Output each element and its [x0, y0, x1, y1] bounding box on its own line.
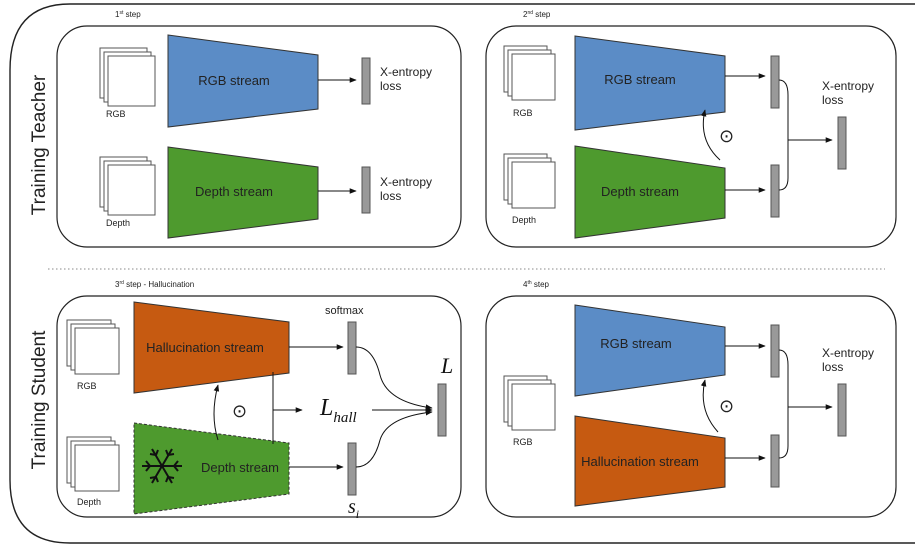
- depth-stream-label: Depth stream: [195, 184, 273, 199]
- hallucination-stream: [133, 301, 290, 394]
- depth-stream: [574, 145, 726, 239]
- depth-input-stack: [503, 153, 556, 209]
- rgb-stream: [167, 34, 319, 128]
- depth-input-label: Depth: [106, 218, 130, 228]
- rgb-stream: [574, 304, 726, 397]
- frozen-depth-stream: [133, 422, 290, 515]
- s-bar: [347, 442, 357, 496]
- training-teacher-label: Training Teacher: [29, 74, 50, 215]
- odot-icon: ⊙: [719, 396, 734, 416]
- depth-input-stack: [99, 156, 156, 216]
- step2-panel: RGB RGB stream Depth Depth stream ⊙ X-en…: [485, 25, 897, 248]
- depth-stream-label: Depth stream: [601, 184, 679, 199]
- rgb-output-bar: [770, 55, 780, 109]
- L-bar: [437, 383, 447, 437]
- hallucination-stream: [574, 415, 726, 507]
- rgb-stream-label: RGB stream: [604, 72, 676, 87]
- softmax-to-L-curve: [355, 346, 433, 410]
- outer-frame: [9, 3, 915, 544]
- rgb-input-stack: [503, 375, 556, 431]
- loss-label-1: X-entropy: [822, 79, 874, 93]
- depth-input-label: Depth: [512, 215, 536, 225]
- connection-curve: [213, 384, 220, 441]
- hallucination-stream-label: Hallucination stream: [146, 340, 264, 355]
- step3-panel: RGB Hallucination stream softmax Depth D…: [56, 295, 462, 521]
- depth-output-bar: [361, 166, 371, 214]
- loss-label-4: loss: [380, 189, 401, 203]
- depth-stream: [167, 146, 319, 239]
- fused-output-bar: [837, 116, 847, 170]
- depth-input-stack: [66, 436, 120, 492]
- loss-label-2: loss: [822, 93, 843, 107]
- s-to-L-curve: [355, 409, 433, 468]
- s-label: si: [348, 496, 359, 521]
- depth-input-label: Depth: [77, 497, 101, 507]
- odot-icon: ⊙: [232, 401, 247, 421]
- rgb-stream: [574, 35, 726, 131]
- loss-label-2: loss: [822, 360, 843, 374]
- l-hall-label: Lhall: [319, 395, 357, 426]
- step1-caption: 1st step: [115, 10, 141, 19]
- rgb-input-label: RGB: [513, 437, 533, 447]
- loss-label-2: loss: [380, 79, 401, 93]
- depth-output-bar: [770, 164, 780, 218]
- rgb-output-bar: [361, 57, 371, 105]
- depth-stream-label: Depth stream: [201, 460, 279, 475]
- step4-panel: RGB stream RGB Hallucination stream ⊙ X-…: [485, 295, 897, 518]
- odot-icon: ⊙: [719, 126, 734, 146]
- rgb-input-stack: [503, 45, 556, 101]
- connection-curve: [700, 379, 719, 433]
- rgb-output-bar: [770, 324, 780, 378]
- step2-caption: 2nd step: [523, 10, 551, 19]
- rgb-input-label: RGB: [77, 381, 97, 391]
- loss-label-1: X-entropy: [380, 65, 432, 79]
- rgb-stream-label: RGB stream: [600, 336, 672, 351]
- step4-caption: 4th step: [523, 280, 550, 289]
- L-label: L: [440, 353, 453, 378]
- training-student-label: Training Student: [29, 330, 50, 469]
- loss-label-3: X-entropy: [380, 175, 432, 189]
- softmax-label: softmax: [325, 305, 364, 317]
- snowflake-icon: [142, 448, 182, 484]
- step1-panel: RGB RGB stream X-entropy loss Depth Dept…: [56, 25, 462, 248]
- merge-lines: [778, 79, 789, 191]
- rgb-input-label: RGB: [513, 108, 533, 118]
- step3-caption: 3rd step - Hallucination: [115, 280, 194, 289]
- hallucination-stream-label: Hallucination stream: [581, 454, 699, 469]
- softmax-bar: [347, 321, 357, 375]
- rgb-input-label: RGB: [106, 109, 126, 119]
- fused-output-bar: [837, 383, 847, 437]
- merge-lines: [778, 349, 789, 459]
- rgb-input-stack: [99, 47, 156, 107]
- hall-output-bar: [770, 434, 780, 488]
- connection-curve: [700, 109, 721, 161]
- rgb-stream-label: RGB stream: [198, 73, 270, 88]
- rgb-input-stack: [66, 319, 120, 375]
- loss-label-1: X-entropy: [822, 346, 874, 360]
